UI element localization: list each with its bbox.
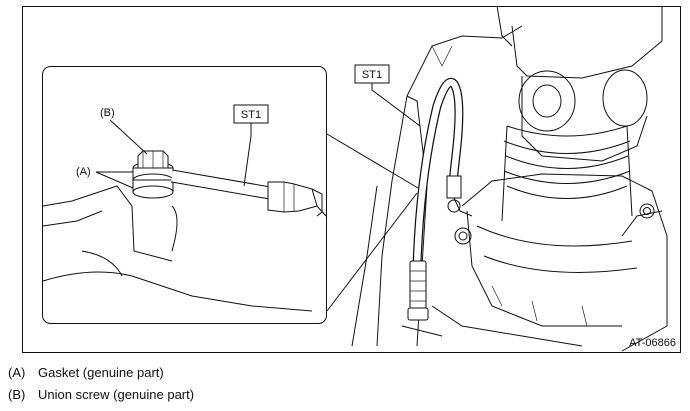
- diagram-figure: ST1: [22, 6, 681, 353]
- st1-callout-detail: ST1: [233, 104, 269, 187]
- zoom-line-bottom: [326, 192, 418, 312]
- zoom-line-top: [326, 133, 419, 189]
- diagram-svg: ST1: [22, 6, 681, 353]
- legend-text-a: Gasket (genuine part): [38, 365, 164, 380]
- st1-label-main: ST1: [362, 69, 382, 81]
- legend-item-b: (B) Union screw (genuine part): [8, 387, 194, 402]
- callout-a: (A): [76, 166, 134, 189]
- legend-key-a: (A): [8, 365, 26, 380]
- legend-text-b: Union screw (genuine part): [38, 387, 195, 402]
- detail-inset: [42, 66, 327, 324]
- legend-key-b: (B): [8, 387, 26, 402]
- label-b: (B): [100, 107, 115, 119]
- label-a: (A): [76, 166, 91, 178]
- st1-label-detail: ST1: [241, 109, 261, 121]
- figure-code: AT-06866: [629, 337, 676, 349]
- transmission-assembly: [351, 6, 668, 352]
- st1-tool-main: [407, 77, 473, 321]
- st1-callout-main: ST1: [354, 64, 421, 127]
- callout-b: (B): [100, 107, 148, 155]
- legend-item-a: (A) Gasket (genuine part): [8, 365, 164, 380]
